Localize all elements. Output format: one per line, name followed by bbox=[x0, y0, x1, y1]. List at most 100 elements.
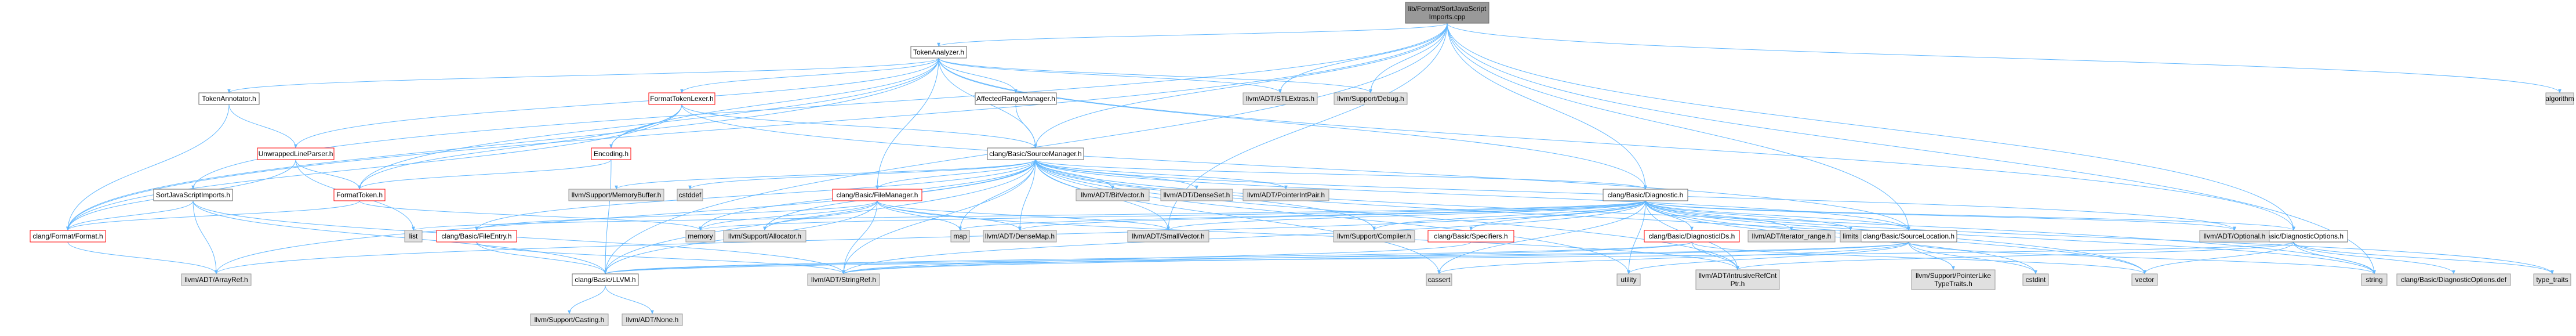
edge-clang-basic-diagnostic-h-to-string bbox=[1645, 200, 2376, 274]
node-encoding-h[interactable]: Encoding.h bbox=[591, 147, 631, 160]
node-clang-basic-sourcelocation-h[interactable]: clang/Basic/SourceLocation.h bbox=[1860, 230, 1957, 243]
edge-layer bbox=[66, 23, 2562, 315]
node-type-traits: type_traits bbox=[2533, 273, 2571, 286]
edge-clang-basic-diagnostic-h-to-llvm-adt-optional-h bbox=[1645, 200, 2236, 231]
edge-clang-basic-filemanager-h-to-memory bbox=[699, 200, 878, 231]
edge-clang-basic-sourcemanager-h-to-llvm-support-memorybuffer-h bbox=[615, 159, 1036, 190]
node-box bbox=[648, 92, 715, 105]
edge-clang-basic-diagnostic-h-to-list bbox=[412, 200, 1646, 231]
node-label: llvm/ADT/DenseSet.h bbox=[1164, 191, 1230, 199]
node-clang-basic-filemanager-h[interactable]: clang/Basic/FileManager.h bbox=[832, 189, 922, 201]
edge-formattoken-h-to-clang-format-format-h bbox=[66, 200, 360, 231]
node-box bbox=[1603, 189, 1688, 201]
edge-sortjavascriptimports-h-to-llvm-adt-stringref-h bbox=[192, 200, 845, 274]
node-label: cstddef bbox=[679, 191, 702, 199]
edge-encoding-h-to-formattoken-h bbox=[358, 159, 612, 190]
edge-clang-basic-sourcelocation-h-to-llvm-support-pointerliketypetraits-h bbox=[1908, 241, 1955, 270]
edge-clang-basic-sourcemanager-h-to-cstddef bbox=[688, 159, 1036, 190]
node-tokenanalyzer-h[interactable]: TokenAnalyzer.h bbox=[910, 46, 967, 59]
node-clang-basic-llvm-h[interactable]: clang/Basic/LLVM.h bbox=[572, 273, 639, 286]
node-affectedrangemanager-h[interactable]: AffectedRangeManager.h bbox=[975, 92, 1057, 105]
node-clang-basic-specifiers-h[interactable]: clang/Basic/Specifiers.h bbox=[1427, 230, 1514, 243]
node-box bbox=[807, 273, 880, 286]
edge-clang-basic-diagnosticoptions-h-to-type-traits bbox=[2293, 241, 2554, 274]
node-label: Imports.cpp bbox=[1429, 13, 1466, 21]
edge-clang-basic-diagnosticoptions-h-to-clang-basic-llvm-h bbox=[604, 241, 2294, 274]
edge-clang-basic-llvm-h-to-llvm-support-casting-h bbox=[568, 285, 606, 315]
edge-tokenanalyzer-h-to-clang-basic-filemanager-h bbox=[875, 57, 939, 190]
edge-root-to-clang-format-format-h bbox=[66, 23, 1448, 231]
node-clang-basic-sourcemanager-h[interactable]: clang/Basic/SourceManager.h bbox=[987, 147, 1084, 160]
node-llvm-adt-arrayref-h: llvm/ADT/ArrayRef.h bbox=[181, 273, 252, 286]
edge-clang-basic-diagnostic-h-to-llvm-adt-stringref-h bbox=[842, 200, 1646, 274]
node-label: llvm/ADT/STLExtras.h bbox=[1246, 95, 1314, 103]
node-clang-basic-diagnostic-h[interactable]: clang/Basic/Diagnostic.h bbox=[1603, 189, 1688, 201]
edge-tokenanalyzer-h-to-clang-basic-diagnostic-h bbox=[938, 57, 1647, 190]
node-tokenannotator-h[interactable]: TokenAnnotator.h bbox=[198, 92, 260, 105]
node-label: map bbox=[953, 232, 967, 240]
edge-clang-basic-diagnosticoptions-h-to-llvm-adt-intrusiverefcntptr-h bbox=[1736, 241, 2294, 270]
node-label: clang/Basic/Specifiers.h bbox=[1434, 232, 1507, 240]
node-label: UnwrappedLineParser.h bbox=[259, 150, 333, 158]
node-label: Ptr.h bbox=[1731, 280, 1745, 288]
node-root[interactable]: lib/Format/SortJavaScriptImports.cpp bbox=[1405, 2, 1489, 24]
node-llvm-support-debug-h: llvm/Support/Debug.h bbox=[1334, 92, 1408, 105]
node-label: cassert bbox=[1428, 276, 1451, 284]
edge-clang-basic-diagnostic-h-to-utility bbox=[1627, 200, 1646, 274]
node-formattoken-h[interactable]: FormatToken.h bbox=[333, 189, 386, 201]
edge-formattokenlexer-h-to-clang-format-format-h bbox=[66, 104, 682, 231]
node-label: llvm/Support/Debug.h bbox=[1337, 95, 1404, 103]
node-llvm-support-memorybuffer-h: llvm/Support/MemoryBuffer.h bbox=[568, 189, 664, 201]
node-llvm-adt-none-h: llvm/ADT/None.h bbox=[622, 313, 683, 326]
edge-root-to-tokenanalyzer-h bbox=[937, 23, 1448, 47]
node-box bbox=[1076, 189, 1150, 201]
edge-clang-basic-diagnostic-h-to-llvm-adt-densemap-h bbox=[1018, 200, 1646, 231]
node-box bbox=[30, 230, 106, 243]
node-unwrappedlineparser-h[interactable]: UnwrappedLineParser.h bbox=[257, 147, 335, 160]
edge-clang-basic-sourcemanager-h-to-llvm-adt-intrusiverefcntptr-h bbox=[1035, 159, 1739, 270]
edge-clang-basic-sourcelocation-h-to-cassert bbox=[1437, 241, 1909, 274]
node-label: lib/Format/SortJavaScript bbox=[1408, 5, 1487, 13]
node-box bbox=[1160, 189, 1233, 201]
edge-clang-format-format-h-to-llvm-adt-arrayref-h bbox=[67, 241, 218, 274]
edge-tokenanalyzer-h-to-llvm-adt-stlextras-h bbox=[938, 57, 1282, 93]
edge-tokenanalyzer-h-to-formattoken-h bbox=[358, 57, 939, 190]
node-box bbox=[1127, 230, 1209, 243]
node-clang-basic-fileentry-h[interactable]: clang/Basic/FileEntry.h bbox=[436, 230, 517, 243]
node-label: llvm/ADT/ArrayRef.h bbox=[184, 276, 248, 284]
node-sortjavascriptimports-h[interactable]: SortJavaScriptImports.h bbox=[153, 189, 233, 201]
node-clang-basic-diagnosticids-h[interactable]: clang/Basic/DiagnosticIDs.h bbox=[1644, 230, 1740, 243]
node-box bbox=[1840, 230, 1862, 243]
node-label: clang/Basic/SourceLocation.h bbox=[1863, 232, 1954, 240]
edge-clang-basic-sourcemanager-h-to-llvm-adt-densemap-h bbox=[1018, 159, 1036, 231]
edge-clang-basic-diagnostic-h-to-memory bbox=[699, 200, 1646, 231]
node-limits: limits bbox=[1840, 230, 1862, 243]
edge-clang-basic-filemanager-h-to-clang-basic-fileentry-h bbox=[475, 200, 878, 231]
edge-clang-basic-sourcemanager-h-to-clang-basic-llvm-h bbox=[604, 159, 1036, 274]
edge-clang-basic-filemanager-h-to-llvm-adt-intrusiverefcntptr-h bbox=[877, 200, 1739, 270]
node-string: string bbox=[2361, 273, 2388, 286]
node-label: llvm/ADT/BitVector.h bbox=[1081, 191, 1144, 199]
edge-clang-basic-diagnostic-h-to-cassert bbox=[1437, 200, 1646, 274]
node-label: clang/Format/Format.h bbox=[32, 232, 103, 240]
node-label: Encoding.h bbox=[594, 150, 628, 158]
node-formattokenlexer-h[interactable]: FormatTokenLexer.h bbox=[648, 92, 715, 105]
node-box bbox=[2022, 273, 2049, 286]
node-box bbox=[1426, 273, 1452, 286]
node-label: type_traits bbox=[2536, 276, 2568, 284]
node-box bbox=[685, 230, 715, 243]
edge-clang-basic-diagnostic-h-to-clang-basic-diagnosticoptions-h bbox=[1645, 200, 2295, 231]
edge-clang-basic-filemanager-h-to-llvm-adt-stringref-h bbox=[842, 200, 878, 274]
node-llvm-adt-optional-h: llvm/ADT/Optional.h bbox=[2199, 230, 2270, 243]
node-clang-format-format-h[interactable]: clang/Format/Format.h bbox=[30, 230, 106, 243]
node-box bbox=[622, 313, 683, 326]
node-label: llvm/ADT/iterator_range.h bbox=[1752, 232, 1832, 240]
node-box bbox=[1333, 230, 1415, 243]
edge-clang-basic-sourcelocation-h-to-cstdint bbox=[1908, 241, 2037, 274]
node-box bbox=[1242, 92, 1318, 105]
edge-root-to-clang-basic-diagnosticoptions-h bbox=[1447, 23, 2295, 231]
edge-clang-basic-diagnosticoptions-h-to-string bbox=[2293, 241, 2376, 274]
edge-tokenanalyzer-h-to-affectedrangemanager-h bbox=[938, 57, 1018, 93]
edge-clang-basic-sourcelocation-h-to-llvm-adt-stringref-h bbox=[842, 241, 1909, 274]
